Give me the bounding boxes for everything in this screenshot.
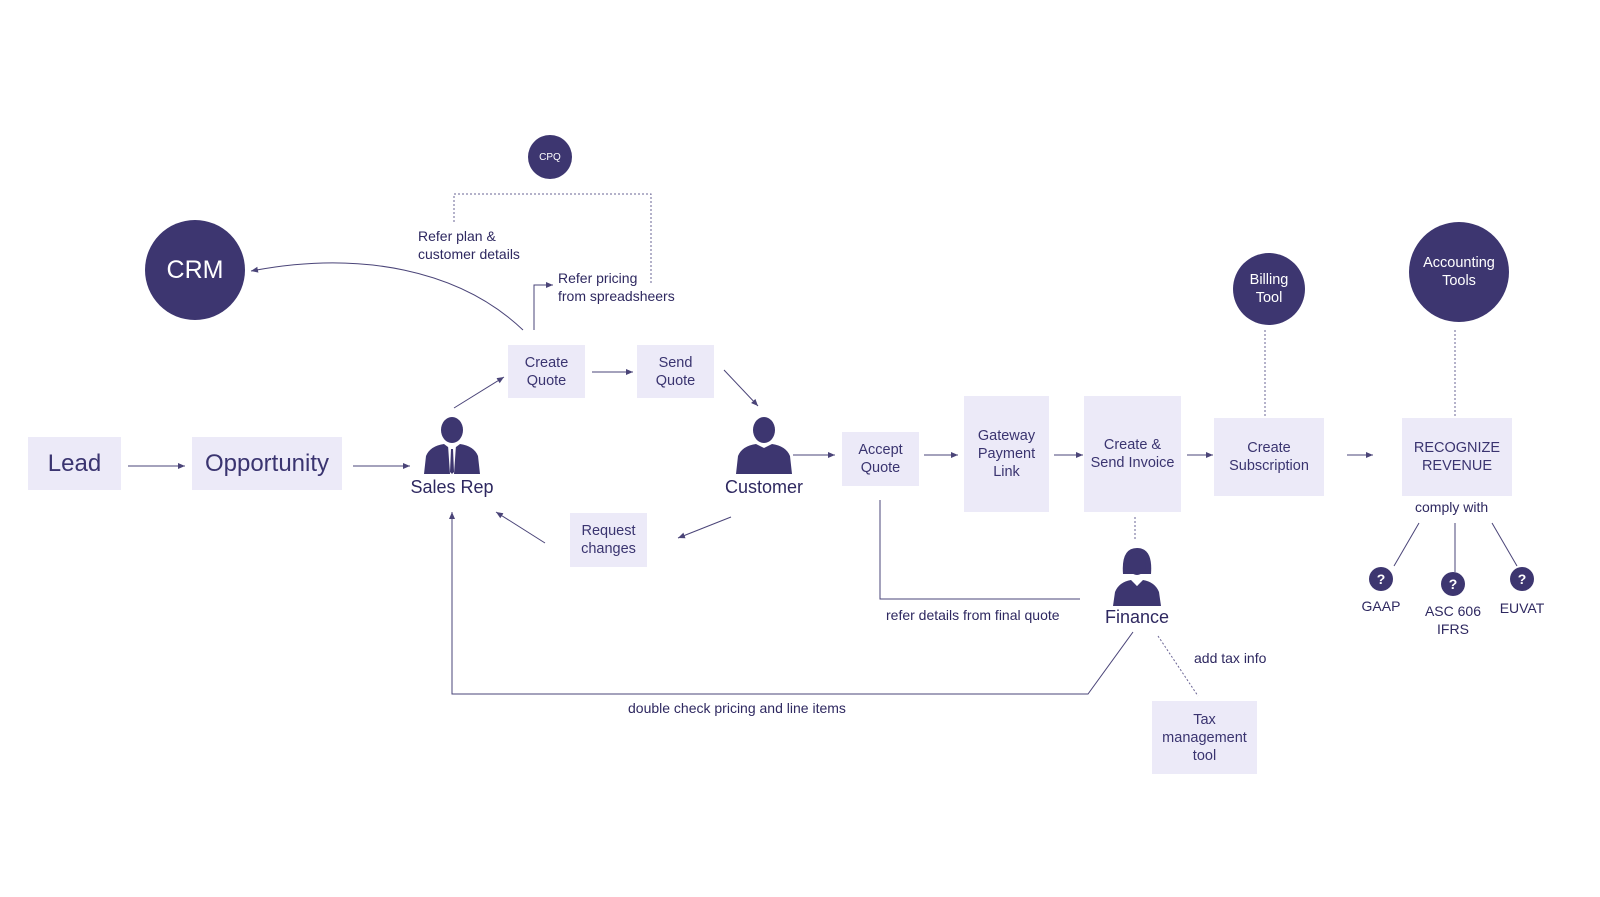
line-revenue-euvat [1491,522,1518,567]
female-user-icon [1113,548,1161,606]
customer-label: Customer [724,477,804,497]
finance-person [1111,544,1163,606]
finance-label: Finance [1104,607,1170,627]
double-check-label: double check pricing and line items [628,700,846,716]
create-send-invoice-box: Create & Send Invoice [1084,396,1181,512]
crm-circle: CRM [145,220,245,320]
comply-with-label: comply with [1415,499,1489,515]
dotted-cpq-bracket [453,193,652,285]
arrow-sendquote-customer [723,369,759,407]
customer-person [732,414,796,474]
asc606-ifrs-label: ASC 606 IFRS [1424,603,1482,637]
line-accept-finance [879,500,1080,600]
arrow-salesrep-createquote [453,376,505,409]
billing-tool-circle: Billing Tool [1233,253,1305,325]
request-changes-box: Request changes [570,513,647,567]
question-icon: ? [1369,567,1393,591]
gateway-payment-link-box: Gateway Payment Link [964,396,1049,512]
accounting-tools-circle: Accounting Tools [1409,222,1509,322]
gaap-label: GAAP [1361,598,1401,614]
arrow-finance-salesrep [449,512,1134,695]
recognize-revenue-box: RECOGNIZE REVENUE [1402,418,1512,496]
question-icon: ? [1441,572,1465,596]
arrow-request-salesrep [495,511,546,544]
send-quote-box: Send Quote [637,345,714,398]
refer-final-quote-label: refer details from final quote [886,607,1060,623]
arrow-customer-request [677,516,732,539]
opportunity-box: Opportunity [192,437,342,490]
question-icon: ? [1510,567,1534,591]
add-tax-info-label: add tax info [1194,650,1267,666]
create-quote-box: Create Quote [508,345,585,398]
tax-management-tool-box: Tax management tool [1152,701,1257,774]
lead-box: Lead [28,437,121,490]
accept-quote-box: Accept Quote [842,432,919,486]
create-subscription-box: Create Subscription [1214,418,1324,496]
cpq-circle: CPQ [528,135,572,179]
refer-plan-label: Refer plan & customer details [418,228,520,262]
dotted-finance-tax [1157,635,1199,697]
male-user-icon [424,417,480,474]
sales-rep-person [420,414,484,474]
male-user-icon [736,417,792,474]
line-revenue-gaap [1393,522,1420,567]
arrow-createquote-crm [250,262,524,331]
sales-rep-label: Sales Rep [410,477,494,497]
euvat-label: EUVAT [1499,600,1545,616]
arrow-createquote-spreadsheets [533,282,553,330]
refer-pricing-label: Refer pricing from spreadsheers [558,270,675,304]
